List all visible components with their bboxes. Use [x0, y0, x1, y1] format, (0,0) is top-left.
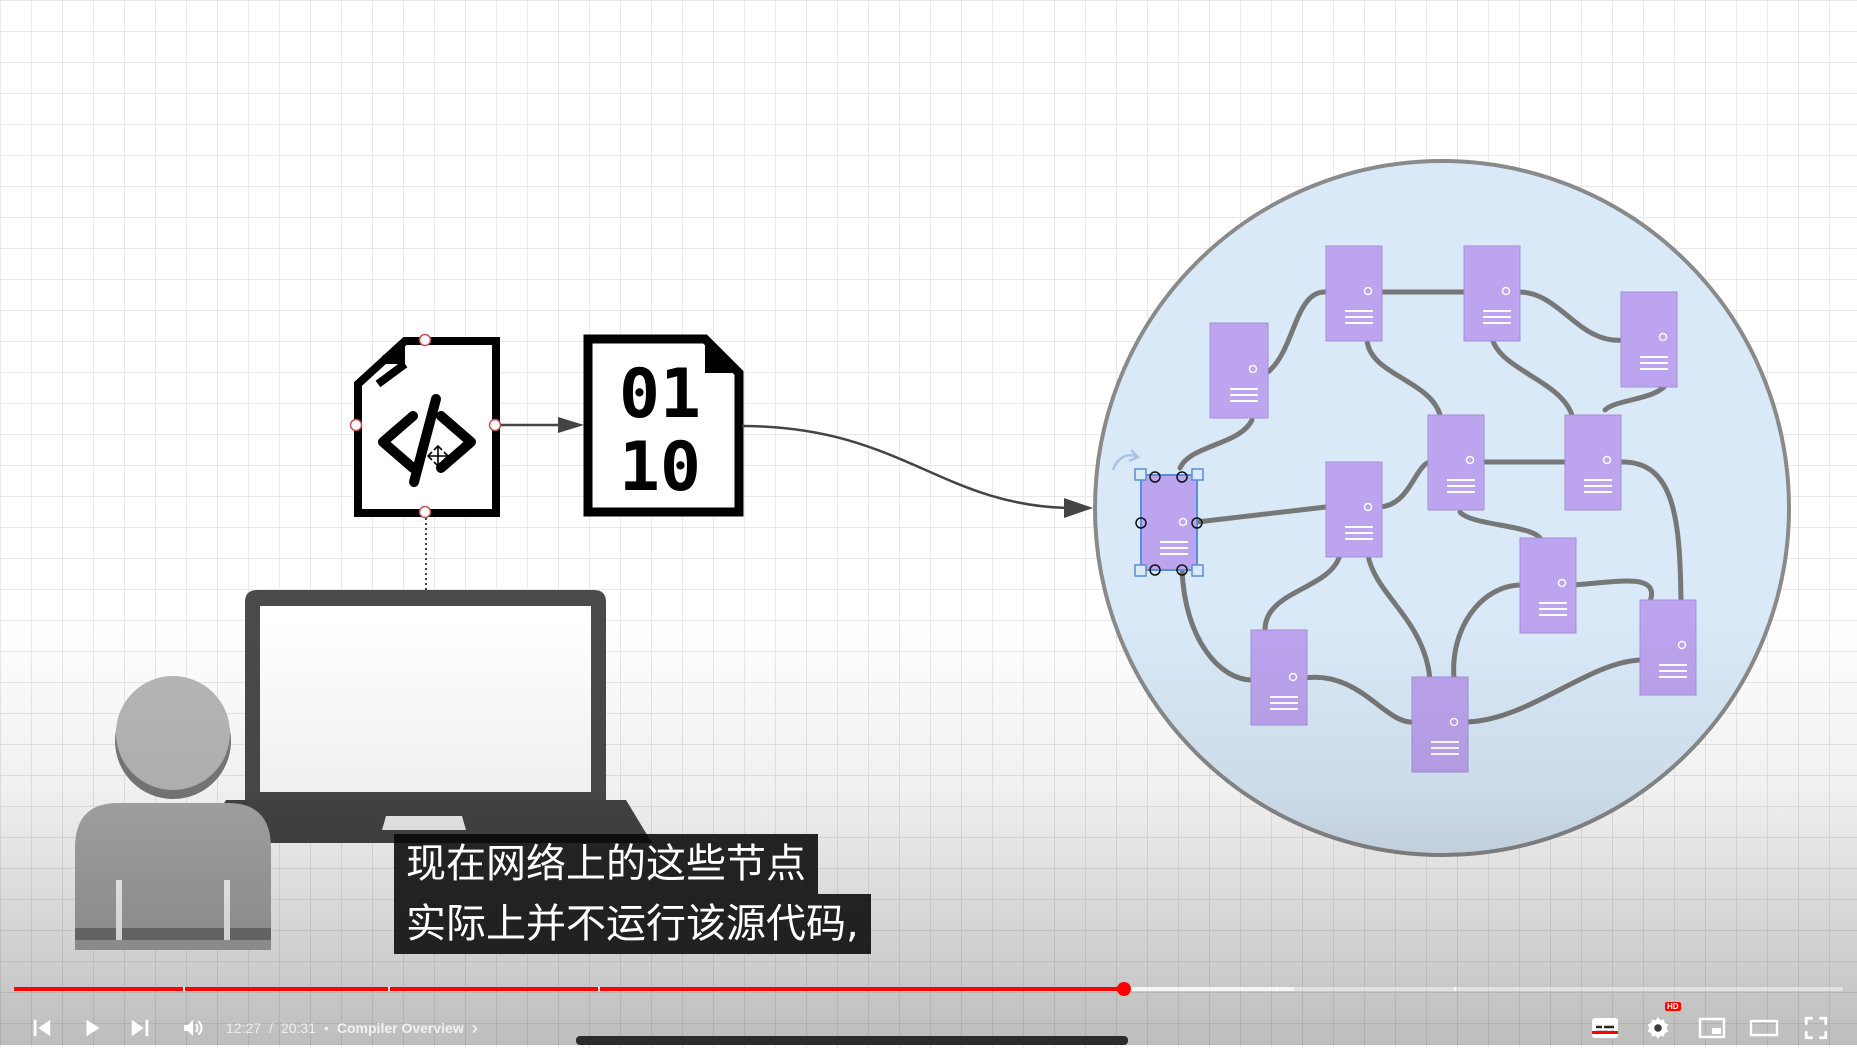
network-connections: [1177, 289, 1684, 725]
theater-button[interactable]: [1746, 1008, 1782, 1048]
settings-button[interactable]: [1640, 1008, 1676, 1048]
miniplayer-icon: [1698, 1017, 1726, 1039]
next-icon: [131, 1019, 149, 1037]
server-node: [1250, 629, 1308, 726]
miniplayer-button[interactable]: [1694, 1008, 1730, 1048]
server-node: [1325, 461, 1383, 558]
server-node: [1411, 676, 1469, 773]
chapter-marker: [183, 987, 185, 991]
play-icon: [86, 1019, 100, 1037]
fullscreen-button[interactable]: [1798, 1008, 1834, 1048]
fullscreen-icon: [1804, 1016, 1828, 1040]
server-node: [1620, 291, 1678, 388]
server-node: [1463, 245, 1521, 342]
subtitle-line-2: 实际上并不运行该源代码,: [394, 894, 871, 954]
volume-button[interactable]: [176, 1008, 210, 1048]
chapter-bullet: •: [323, 1020, 329, 1036]
next-button[interactable]: [124, 1008, 156, 1048]
binary-row-1: 01: [619, 355, 701, 434]
subtitles-active-indicator: [1592, 1031, 1618, 1034]
code-file-icon[interactable]: [349, 333, 502, 519]
user-icon: [75, 676, 271, 950]
subtitle-line-1: 现在网络上的这些节点: [394, 834, 818, 894]
progress-played: [14, 987, 1125, 991]
rotate-handle-icon[interactable]: [1111, 453, 1137, 471]
laptop-icon: [200, 590, 652, 843]
selected-server-node[interactable]: [1111, 449, 1204, 577]
time-separator: /: [269, 1020, 273, 1036]
progress-bar[interactable]: [14, 982, 1843, 996]
chapter-marker: [1454, 987, 1456, 991]
chevron-right-icon[interactable]: ›: [471, 1017, 478, 1038]
player-controls: 12:27 / 20:31 • Compiler Overview ›: [0, 980, 1857, 1040]
move-cursor-icon: [426, 444, 450, 468]
scroll-indicator: [576, 1036, 1128, 1045]
previous-button[interactable]: [26, 1008, 58, 1048]
hd-badge: HD: [1665, 1002, 1681, 1011]
subtitles-button[interactable]: [1587, 1008, 1623, 1048]
settings-icon: [1647, 1017, 1669, 1039]
duration: 20:31: [280, 1020, 316, 1036]
chapter-marker: [388, 987, 390, 991]
chapter-marker: [598, 987, 600, 991]
current-time: 12:27: [226, 1020, 262, 1036]
subtitle-box: 现在网络上的这些节点 实际上并不运行该源代码,: [394, 834, 871, 954]
server-node: [1209, 322, 1269, 419]
server-node: [1564, 414, 1622, 511]
binary-row-2: 10: [619, 428, 701, 507]
server-node: [1325, 245, 1383, 342]
binary-file-icon: 01 10: [583, 334, 744, 517]
volume-icon: [184, 1020, 203, 1036]
theater-icon: [1749, 1019, 1779, 1037]
time-display: 12:27 / 20:31 • Compiler Overview ›: [226, 1008, 478, 1048]
progress-scrubber[interactable]: [1117, 982, 1132, 996]
previous-icon: [33, 1019, 51, 1037]
subtitles-icon: [1592, 1018, 1618, 1038]
chapter-title[interactable]: Compiler Overview: [336, 1020, 464, 1036]
server-node: [1519, 537, 1577, 634]
deploy-arrow: [741, 424, 1069, 510]
server-nodes: [1111, 245, 1697, 773]
play-button[interactable]: [76, 1008, 108, 1048]
server-node: [1427, 414, 1485, 511]
server-node: [1639, 599, 1697, 696]
chapter-marker: [1276, 987, 1278, 991]
